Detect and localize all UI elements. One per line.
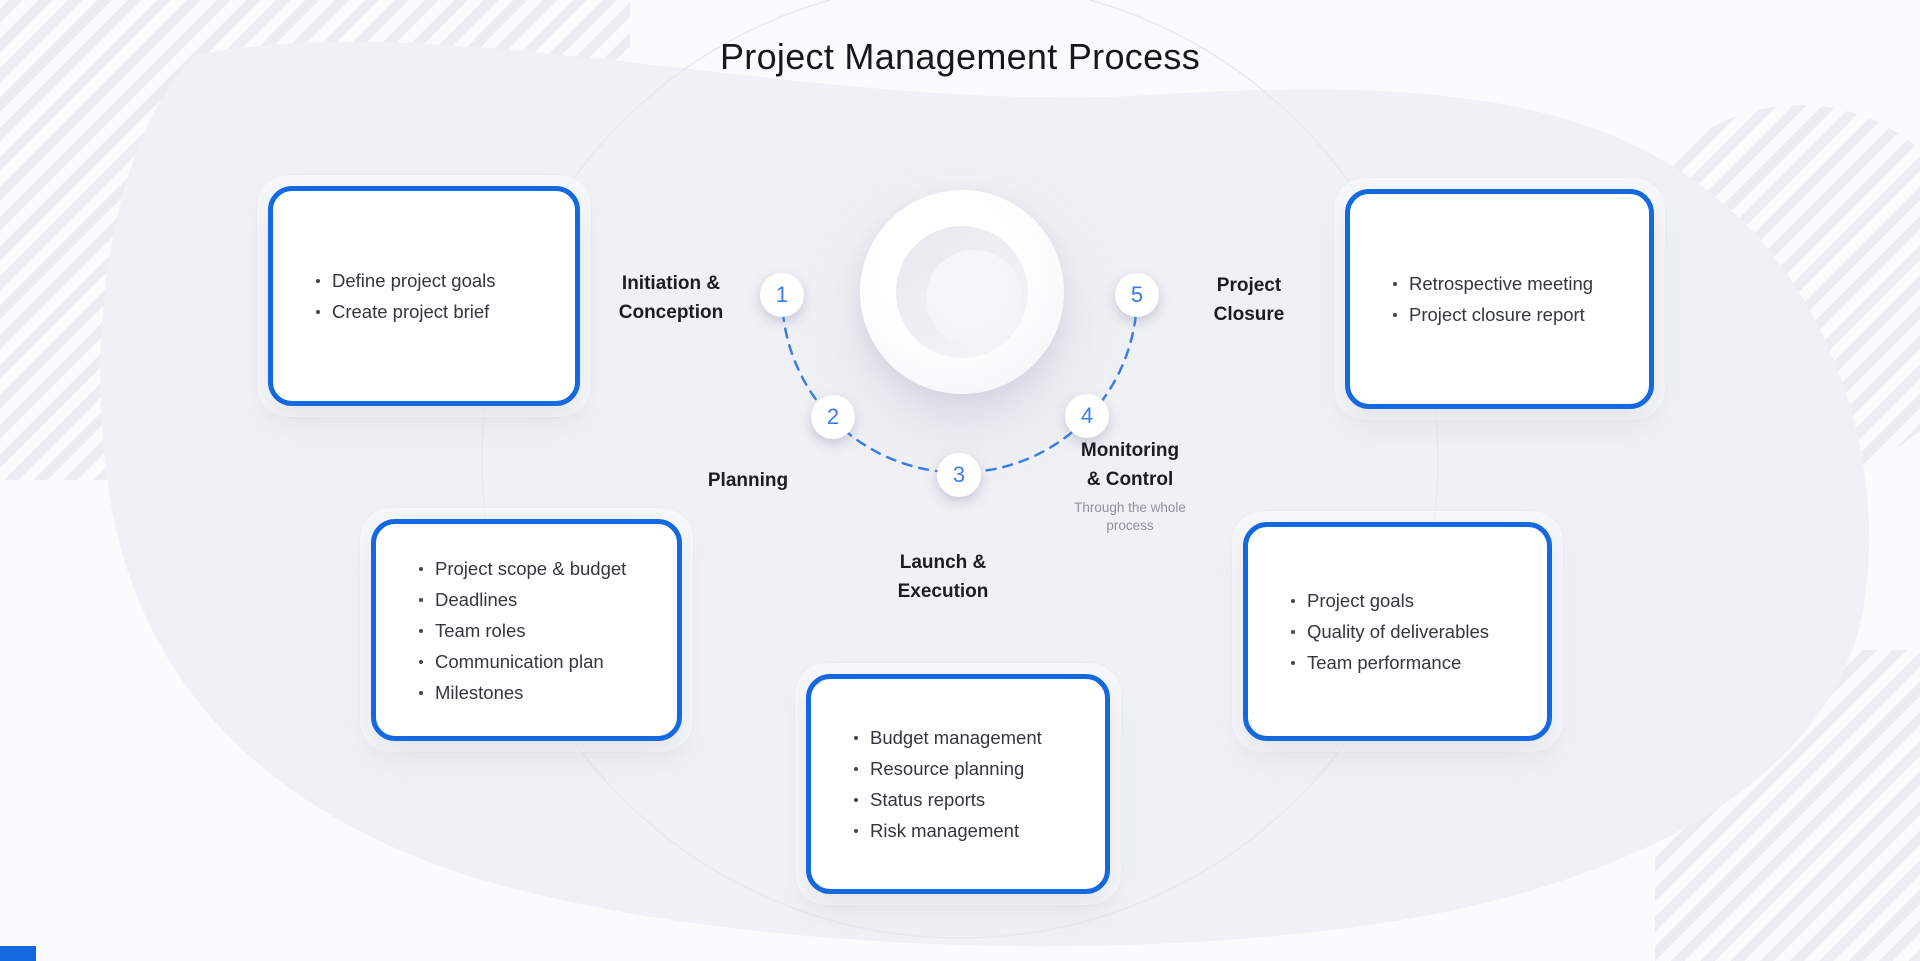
step-number: 4 <box>1080 403 1094 428</box>
card-plate-monitoring: Project goals Quality of deliverables Te… <box>1231 510 1564 753</box>
step-number: 2 <box>826 404 840 429</box>
card-plate-launch: Budget management Resource planning Stat… <box>794 662 1122 906</box>
list-item: Retrospective meeting <box>1390 268 1593 299</box>
list-item: Create project brief <box>313 296 496 327</box>
step-label-line: Closure <box>1213 304 1285 325</box>
step-chip-3: 3 <box>937 453 981 497</box>
step-number: 5 <box>1130 282 1144 307</box>
list-item: Resource planning <box>851 753 1042 784</box>
step-label-line: Planning <box>707 470 789 491</box>
list-item: Project closure report <box>1390 299 1593 330</box>
card-plate-planning: Project scope & budget Deadlines Team ro… <box>359 507 694 753</box>
list-item: Project goals <box>1288 585 1489 616</box>
card-list: Define project goals Create project brie… <box>273 265 512 327</box>
card-plate-initiation: Define project goals Create project brie… <box>256 174 592 418</box>
step-label-launch: Launch & Execution <box>843 548 1043 606</box>
list-item: Project scope & budget <box>416 553 626 584</box>
list-item: Team performance <box>1288 647 1489 678</box>
card-closure: Retrospective meeting Project closure re… <box>1345 189 1654 409</box>
card-list: Project goals Quality of deliverables Te… <box>1248 585 1505 678</box>
step-number: 1 <box>775 282 789 307</box>
step-label-line: Initiation & <box>621 273 721 294</box>
step-label-line: Conception <box>618 302 724 323</box>
step-chip-1: 1 <box>760 273 804 317</box>
list-item: Team roles <box>416 615 626 646</box>
list-item: Communication plan <box>416 646 626 677</box>
step-label-line: Execution <box>897 581 989 602</box>
list-item: Define project goals <box>313 265 496 296</box>
card-monitoring: Project goals Quality of deliverables Te… <box>1243 522 1552 741</box>
step-label-monitoring: Monitoring & Control Through the whole p… <box>1030 436 1230 535</box>
list-item: Quality of deliverables <box>1288 616 1489 647</box>
faint-orbit-circle <box>481 0 1439 939</box>
step-label-line: Project <box>1216 275 1282 296</box>
step-label-line: Monitoring <box>1080 440 1180 461</box>
center-sphere-core <box>926 250 1022 346</box>
card-plate-closure: Retrospective meeting Project closure re… <box>1333 177 1666 421</box>
step-label-closure: Project Closure <box>1149 271 1349 329</box>
card-list: Budget management Resource planning Stat… <box>811 722 1058 846</box>
step-label-line: Launch & <box>899 552 987 573</box>
step-chip-2: 2 <box>811 395 855 439</box>
step-chip-4: 4 <box>1065 394 1109 438</box>
card-initiation: Define project goals Create project brie… <box>268 186 580 406</box>
center-sphere <box>860 190 1064 394</box>
list-item: Milestones <box>416 677 626 708</box>
list-item: Risk management <box>851 815 1042 846</box>
center-sphere-ring <box>896 226 1028 358</box>
card-launch: Budget management Resource planning Stat… <box>806 674 1110 894</box>
step-number: 3 <box>952 462 966 487</box>
corner-accent-bar <box>0 946 36 961</box>
card-planning: Project scope & budget Deadlines Team ro… <box>371 519 682 741</box>
step-label-planning: Planning <box>648 466 848 495</box>
page-title: Project Management Process <box>719 36 1201 77</box>
card-list: Retrospective meeting Project closure re… <box>1350 268 1609 330</box>
step-label-line: & Control <box>1086 469 1174 490</box>
step-label-initiation: Initiation & Conception <box>561 269 781 327</box>
list-item: Status reports <box>851 784 1042 815</box>
step-chip-5: 5 <box>1115 273 1159 317</box>
list-item: Deadlines <box>416 584 626 615</box>
step-note: Through the whole process <box>1074 500 1186 533</box>
card-list: Project scope & budget Deadlines Team ro… <box>376 553 642 708</box>
list-item: Budget management <box>851 722 1042 753</box>
